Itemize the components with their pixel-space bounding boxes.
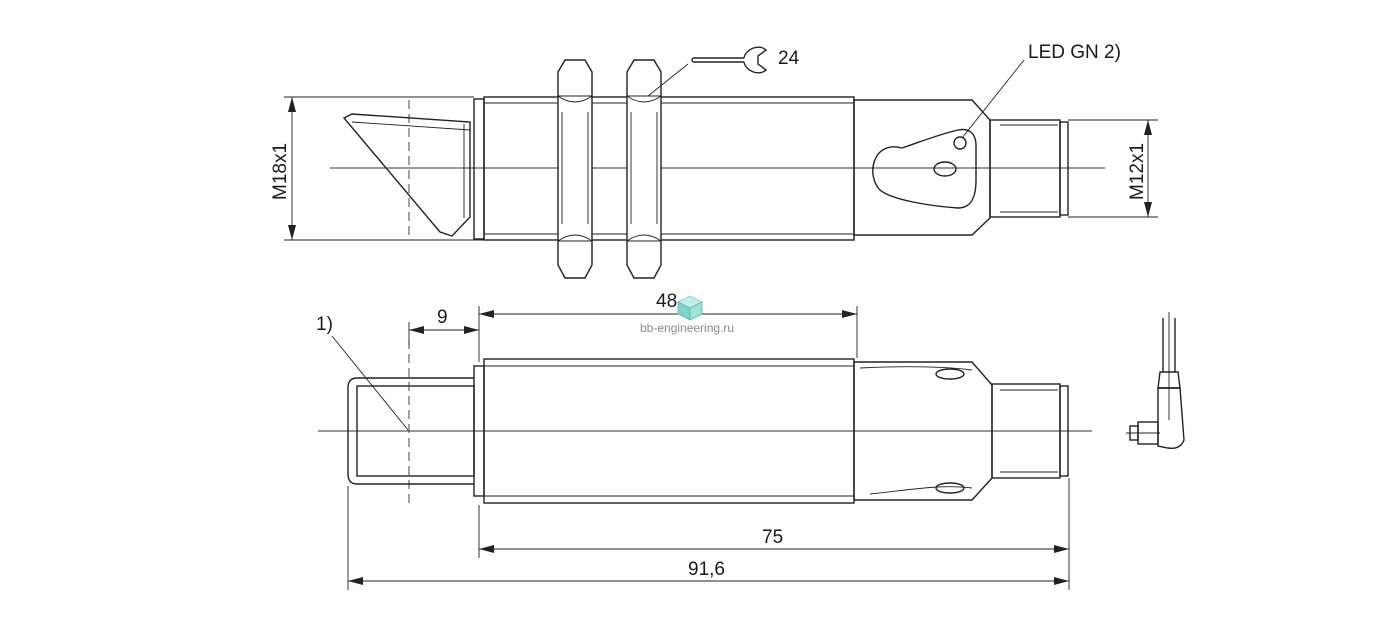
- front-collar-top: [473, 98, 485, 240]
- led-window-lens: [933, 161, 957, 177]
- rear-groove-bottom: [869, 486, 973, 495]
- dim-48: [479, 306, 858, 358]
- led-leader: [961, 59, 1025, 139]
- top-view: 24 LED GN 2) M18x1 M12x1: [270, 42, 1158, 279]
- thread-connector-label: M12x1: [1127, 143, 1148, 200]
- footnote-leader: [331, 335, 409, 431]
- led-label: LED GN 2): [1028, 42, 1121, 63]
- dim-m18-thread: [284, 96, 484, 241]
- bracket-edge: [351, 121, 471, 131]
- threaded-body-top: [483, 96, 855, 241]
- sensing-head-side: [347, 377, 474, 485]
- rear-grip-top: [935, 368, 965, 380]
- side-view: 1) 9 48 75: [316, 291, 1092, 590]
- dim-75: [478, 478, 1070, 590]
- sensing-head-bracket: [342, 113, 471, 237]
- dim-48-label: 48: [656, 291, 677, 312]
- connector-end-top: [1059, 121, 1069, 216]
- connector-end-side: [1059, 385, 1069, 477]
- wrench-size-label: 24: [778, 48, 800, 69]
- led-indicator: [953, 136, 967, 150]
- dim-91-6-label: 91,6: [688, 559, 725, 580]
- connector-top: [989, 119, 1061, 218]
- dim-75-label: 75: [762, 527, 783, 548]
- dim-9: [408, 306, 480, 362]
- dim-9-label: 9: [437, 307, 448, 328]
- dim-m12-thread: [1068, 119, 1158, 218]
- cube-logo-icon: [677, 295, 703, 321]
- rear-grip-bottom: [935, 482, 965, 494]
- dim-91-6: [347, 486, 1069, 590]
- thread-main-label: M18x1: [270, 143, 291, 200]
- hex-nut-1: [557, 59, 593, 279]
- hex-nut-2: [626, 59, 662, 279]
- wrench-leader: [647, 63, 689, 97]
- angled-connector: [1126, 312, 1185, 450]
- rear-housing-top: [853, 99, 991, 236]
- wrench-icon: [691, 46, 768, 74]
- rear-groove-top: [859, 366, 973, 371]
- footnote-ref-label: 1): [316, 314, 333, 335]
- watermark-text: bb-engineering.ru: [640, 321, 734, 335]
- led-window: [872, 128, 977, 209]
